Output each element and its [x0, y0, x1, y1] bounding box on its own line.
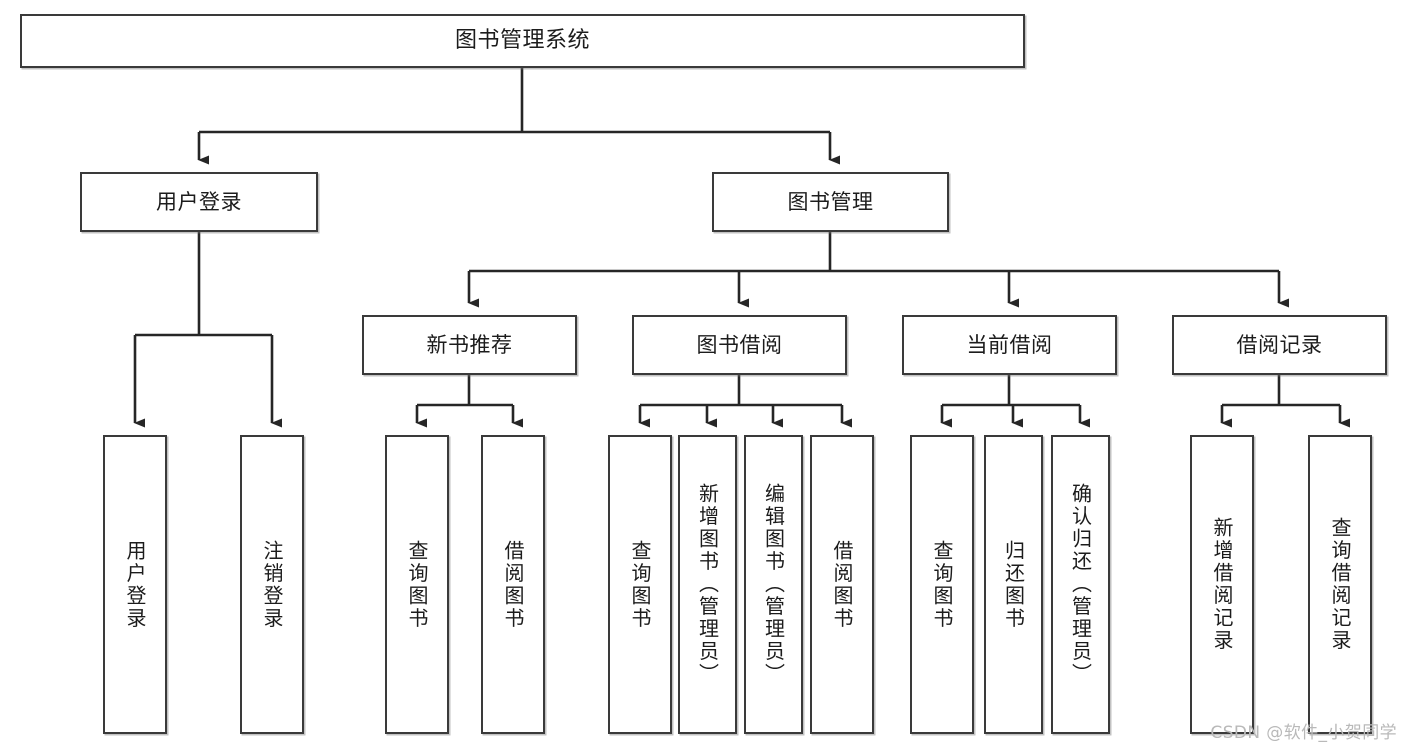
node-leaf-query-book-2-label: 查询图书	[628, 539, 652, 630]
node-user-login[interactable]: 用户登录	[80, 172, 318, 232]
node-book-borrow[interactable]: 图书借阅	[632, 315, 847, 375]
node-borrow-record[interactable]: 借阅记录	[1172, 315, 1387, 375]
node-current-borrow[interactable]: 当前借阅	[902, 315, 1117, 375]
node-leaf-borrow-book-2-label: 借阅图书	[830, 539, 854, 630]
node-book-manage[interactable]: 图书管理	[712, 172, 949, 232]
node-new-book-rec-label: 新书推荐	[426, 332, 513, 357]
node-leaf-return-book-label: 归还图书	[1001, 539, 1026, 630]
node-book-manage-label: 图书管理	[787, 189, 874, 214]
node-leaf-user-login-label: 用户登录	[123, 539, 147, 630]
node-leaf-return-book[interactable]: 归还图书	[984, 435, 1043, 734]
node-leaf-edit-book-label: 编辑图书（管理员）	[761, 483, 786, 686]
node-leaf-query-record-label: 查询借阅记录	[1328, 517, 1352, 652]
node-root[interactable]: 图书管理系统	[20, 14, 1025, 68]
node-book-borrow-label: 图书借阅	[696, 332, 783, 357]
node-leaf-query-book-3[interactable]: 查询图书	[910, 435, 974, 734]
node-current-borrow-label: 当前借阅	[966, 332, 1053, 357]
node-leaf-borrow-book-1-label: 借阅图书	[501, 539, 525, 630]
node-leaf-confirm-return-label: 确认归还（管理员）	[1068, 483, 1093, 686]
node-leaf-add-record[interactable]: 新增借阅记录	[1190, 435, 1254, 734]
node-leaf-add-record-label: 新增借阅记录	[1210, 517, 1234, 652]
node-leaf-query-record[interactable]: 查询借阅记录	[1308, 435, 1372, 734]
node-leaf-confirm-return[interactable]: 确认归还（管理员）	[1051, 435, 1110, 734]
node-user-login-label: 用户登录	[156, 189, 242, 214]
node-borrow-record-label: 借阅记录	[1236, 332, 1323, 357]
node-leaf-add-book[interactable]: 新增图书（管理员）	[678, 435, 737, 734]
node-leaf-edit-book[interactable]: 编辑图书（管理员）	[744, 435, 803, 734]
node-leaf-query-book-1[interactable]: 查询图书	[385, 435, 449, 734]
node-leaf-borrow-book-2[interactable]: 借阅图书	[810, 435, 874, 734]
node-root-label: 图书管理系统	[454, 28, 590, 54]
node-leaf-borrow-book-1[interactable]: 借阅图书	[481, 435, 545, 734]
node-leaf-query-book-1-label: 查询图书	[405, 539, 429, 630]
node-leaf-query-book-3-label: 查询图书	[930, 539, 954, 630]
node-new-book-rec[interactable]: 新书推荐	[362, 315, 577, 375]
node-leaf-user-logout[interactable]: 注销登录	[240, 435, 304, 734]
node-leaf-add-book-label: 新增图书（管理员）	[695, 483, 720, 686]
node-leaf-query-book-2[interactable]: 查询图书	[608, 435, 672, 734]
node-leaf-user-logout-label: 注销登录	[260, 539, 284, 630]
node-leaf-user-login[interactable]: 用户登录	[103, 435, 167, 734]
